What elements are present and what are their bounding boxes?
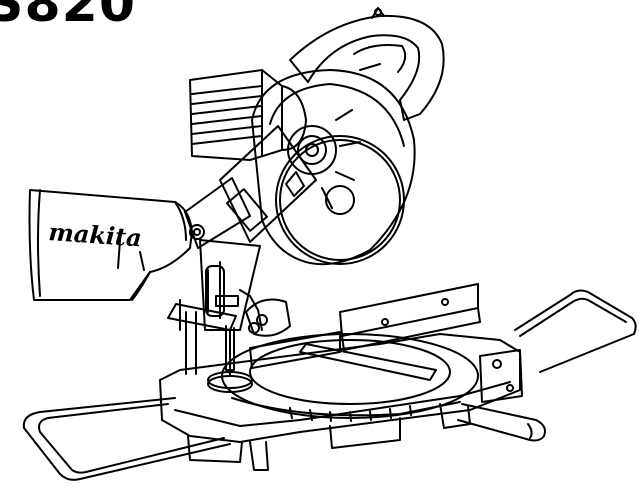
arm-body bbox=[219, 125, 317, 243]
right-extension-wire bbox=[514, 289, 637, 373]
vise-clamp bbox=[167, 295, 253, 393]
saw-blade bbox=[275, 135, 405, 265]
saw-base bbox=[159, 333, 523, 471]
blade-guard bbox=[251, 69, 416, 266]
fence bbox=[249, 283, 481, 369]
rotation-handle bbox=[457, 403, 546, 442]
blade-slot bbox=[299, 343, 437, 381]
model-number-heading: S820 bbox=[0, 0, 136, 34]
bag-brand-label: makita bbox=[48, 217, 143, 252]
pivot-arm bbox=[199, 239, 263, 334]
lower-guard bbox=[245, 298, 291, 337]
dust-bag: makita bbox=[28, 189, 193, 301]
dust-chute bbox=[184, 177, 251, 249]
main-handle bbox=[289, 7, 445, 121]
left-extension-wire bbox=[22, 397, 231, 481]
